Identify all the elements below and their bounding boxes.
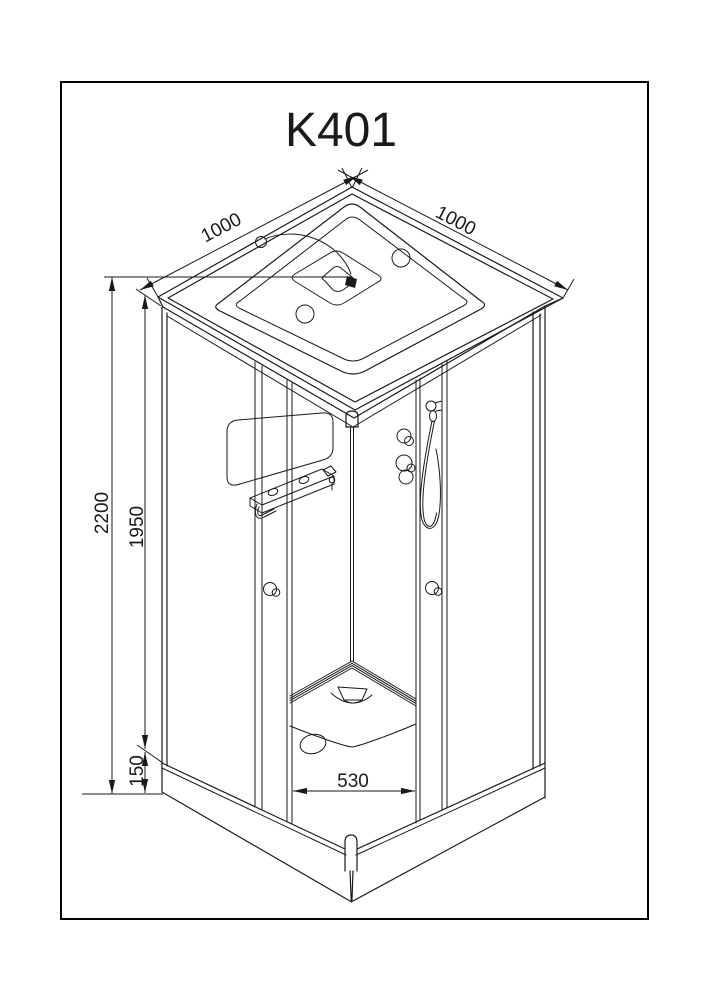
drawing-title: K401 bbox=[285, 104, 397, 157]
tray-interior bbox=[289, 660, 417, 755]
hand-shower bbox=[419, 400, 443, 529]
faucet-controls bbox=[395, 428, 416, 485]
dim-base-height: 150 bbox=[127, 755, 148, 787]
floor-edge bbox=[289, 723, 417, 748]
sheet-border bbox=[60, 81, 649, 920]
tray-base bbox=[161, 762, 546, 903]
roof-spotlight-left bbox=[295, 304, 315, 324]
wall-frames bbox=[161, 305, 546, 825]
front-corner-post bbox=[344, 834, 358, 872]
dim-opening-width: 530 bbox=[337, 771, 369, 792]
dim-total-height: 2200 bbox=[92, 492, 113, 534]
back-corner-seam bbox=[350, 426, 354, 662]
shower-hose bbox=[419, 420, 441, 529]
corner-shelf bbox=[249, 465, 337, 519]
drain bbox=[299, 733, 327, 755]
door-knobs bbox=[263, 581, 443, 597]
back-wall-mirror-panel bbox=[226, 412, 334, 486]
dim-panel-height: 1950 bbox=[127, 506, 148, 548]
